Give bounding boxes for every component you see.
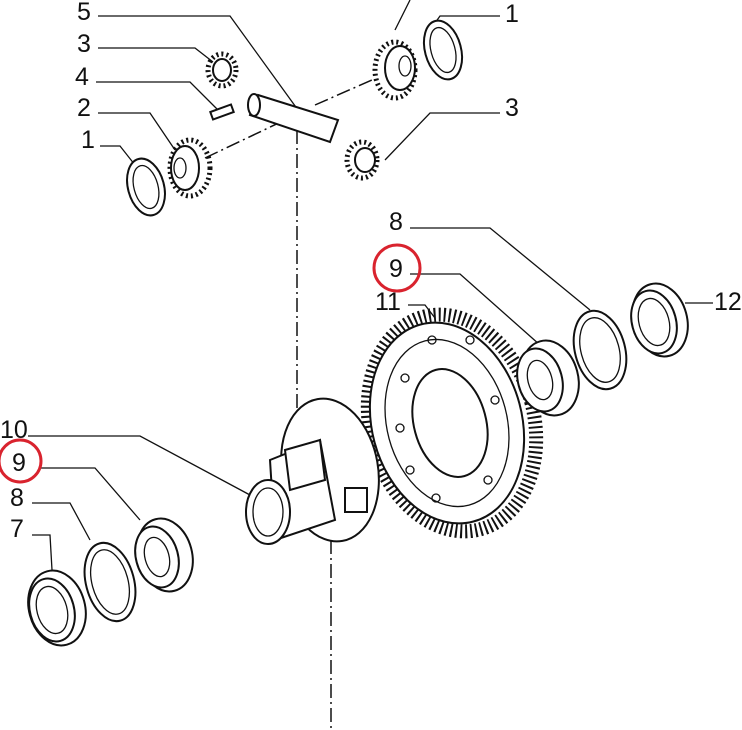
seal-12 (630, 282, 689, 358)
callout-3: 3 (77, 30, 91, 58)
washer-1-right (422, 19, 464, 81)
leader-lines (28, 0, 713, 571)
washer-1-left (126, 157, 166, 217)
pinion-gear-3-top (205, 51, 239, 89)
callout-1: 1 (81, 126, 95, 154)
bearing-9-right (516, 339, 580, 417)
callout-10: 10 (0, 416, 28, 444)
highlight-circle (372, 243, 422, 293)
highlight-circle (0, 438, 43, 484)
pin-4 (209, 103, 235, 121)
callout-9: 9 (389, 255, 403, 283)
axis-line (204, 79, 373, 159)
side-gear-2 (167, 137, 213, 199)
callout-5: 5 (77, 0, 91, 26)
callout-8: 8 (10, 484, 24, 512)
differential-case-10 (245, 397, 380, 545)
side-gear-top-right (372, 39, 418, 101)
callout-11: 11 (375, 288, 401, 316)
callout-8: 8 (389, 208, 403, 236)
callout-9: 9 (12, 449, 26, 477)
callout-3: 3 (505, 94, 519, 122)
callout-4: 4 (75, 63, 89, 91)
callout-1: 1 (505, 0, 519, 28)
callout-7: 7 (10, 515, 24, 543)
callout-2: 2 (77, 94, 91, 122)
callout-12: 12 (714, 288, 742, 316)
ring-gear-11 (360, 307, 544, 539)
shaft-5 (247, 93, 340, 144)
bearing-9-left (134, 517, 194, 593)
pinion-gear-3-bottom (344, 139, 380, 181)
shim-8-right (572, 309, 628, 391)
shim-8-left (83, 541, 137, 623)
seal-7 (27, 569, 87, 647)
